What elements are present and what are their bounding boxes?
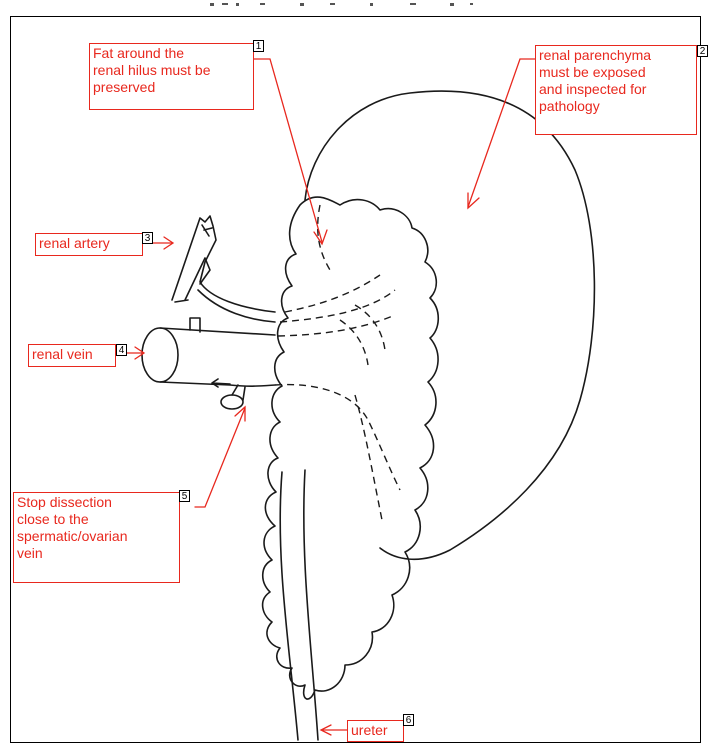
leader-5: [195, 408, 245, 507]
callout-number-5: 5: [179, 490, 190, 502]
callout-number-2: 2: [697, 45, 708, 57]
kidney-outline: [305, 91, 594, 559]
perirenal-fat: [263, 197, 439, 699]
renal-vein-end: [142, 328, 178, 382]
callout-renal-vein: renal vein: [28, 344, 116, 367]
ureter: [280, 470, 318, 740]
callout-fat-hilus: Fat around the renal hilus must be prese…: [89, 43, 254, 110]
leader-1: [254, 59, 322, 242]
callout-number-6: 6: [403, 714, 414, 726]
callout-number-1: 1: [253, 40, 264, 52]
callout-stop-dissection: Stop dissection close to the spermatic/o…: [13, 492, 180, 583]
renal-artery: [172, 216, 275, 312]
callout-ureter: ureter: [347, 720, 404, 742]
gonadal-vein-stump: [221, 395, 243, 409]
callout-renal-parenchyma: renal parenchyma must be exposed and ins…: [535, 45, 697, 135]
leader-2: [468, 59, 536, 207]
callout-number-4: 4: [116, 344, 127, 356]
callout-renal-artery: renal artery: [35, 233, 143, 256]
callout-number-3: 3: [142, 232, 153, 244]
